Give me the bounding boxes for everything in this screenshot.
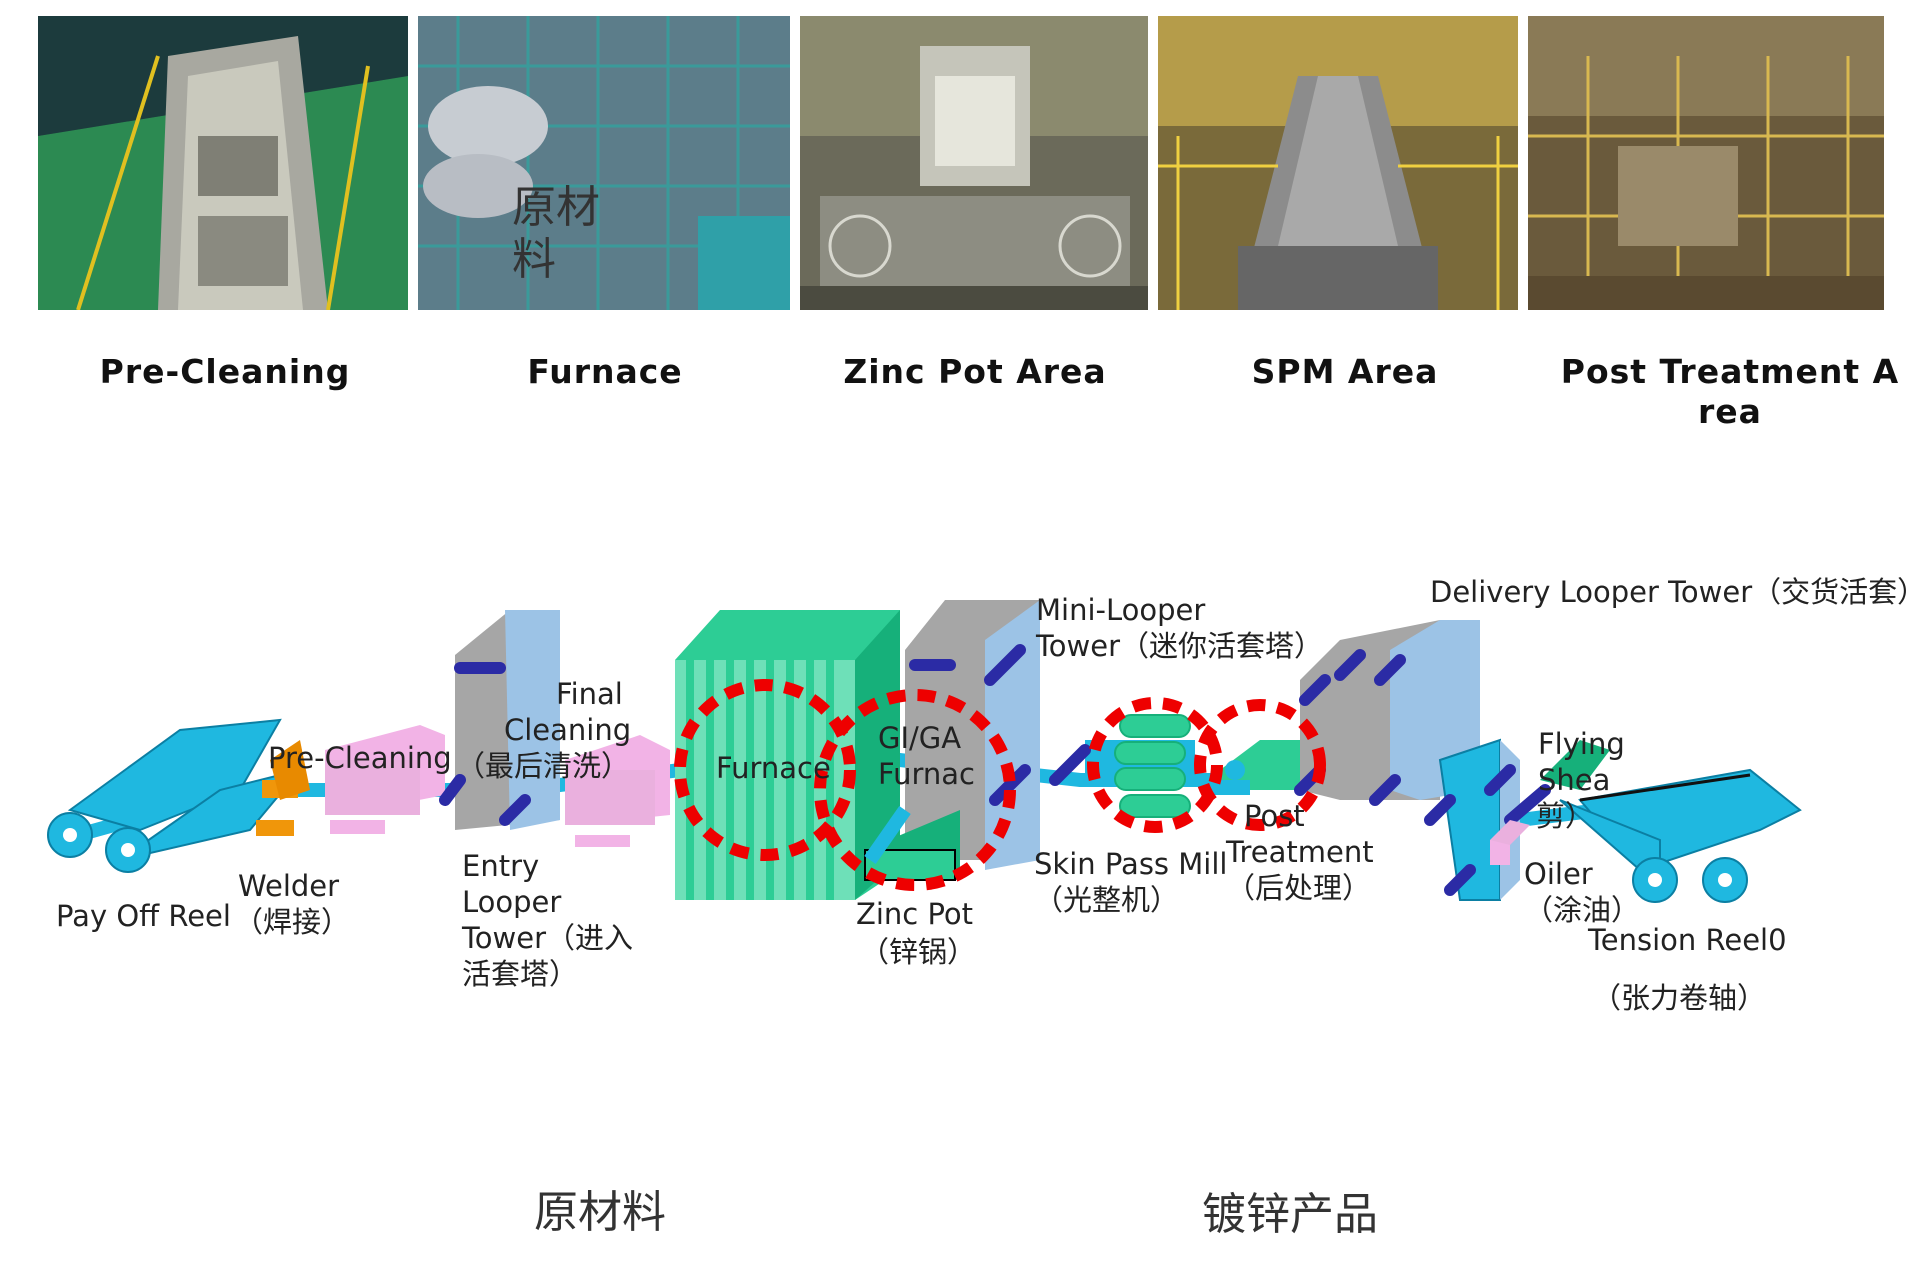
label-post-treatment-3: （后处理） bbox=[1226, 871, 1372, 905]
label-furnace: Furnace bbox=[716, 751, 831, 785]
label-oiler-1: Oiler bbox=[1524, 857, 1593, 891]
label-entry-looper-1: Entry bbox=[462, 849, 540, 883]
label-flying-shear-2: Shea bbox=[1538, 763, 1611, 797]
highlight-furnace bbox=[674, 679, 856, 861]
label-welder: Welder bbox=[238, 869, 340, 903]
label-final-cleaning-1: Final bbox=[556, 677, 623, 711]
label-entry-looper-3: Tower（进入 bbox=[462, 921, 634, 955]
oiler bbox=[1490, 820, 1530, 865]
legend-raw-material: 原材料 bbox=[534, 1187, 666, 1238]
label-post-treatment-2: Treatment bbox=[1226, 835, 1374, 869]
final-cleaning-unit bbox=[565, 735, 670, 847]
label-final-cleaning-2: Cleaning bbox=[504, 713, 632, 747]
label-delivery-looper: Delivery Looper Tower（交货活套） bbox=[1430, 575, 1927, 609]
label-entry-looper-2: Looper bbox=[462, 885, 562, 919]
photo-pre-cleaning bbox=[38, 16, 408, 310]
area-label-pre-cleaning: Pre-Cleaning bbox=[99, 352, 351, 391]
highlight-circles bbox=[674, 679, 1326, 891]
entry-looper-tower bbox=[439, 610, 560, 830]
photo-furnace bbox=[418, 16, 790, 310]
label-tension-reel-2: （张力卷轴） bbox=[1592, 981, 1767, 1015]
label-pre-cleaning: Pre-Cleaning bbox=[268, 741, 452, 775]
pre-cleaning-unit bbox=[325, 725, 445, 834]
label-flying-shear-3: 剪） bbox=[1536, 799, 1595, 833]
pay-off-reel bbox=[47, 718, 303, 873]
photo-post-treatment bbox=[1528, 16, 1884, 310]
label-gi-ga-2: Furnac bbox=[878, 757, 975, 791]
label-zinc-pot-2: （锌锅） bbox=[860, 935, 977, 969]
flying-shear bbox=[1504, 740, 1610, 826]
exit-strip-loop bbox=[1424, 738, 1520, 901]
label-tension-reel-1: Tension Reel0 bbox=[1588, 923, 1787, 957]
label-final-cleaning-3: （最后清洗） bbox=[456, 749, 631, 783]
label-gi-ga-1: GI/GA bbox=[878, 721, 962, 755]
label-flying-shear-1: Flying bbox=[1538, 727, 1625, 761]
skin-pass-mill bbox=[1049, 714, 1195, 818]
label-mini-looper-1: Mini-Looper bbox=[1036, 593, 1206, 627]
process-flow-diagram bbox=[47, 600, 1802, 903]
legend-galvanized-product: 镀锌产品 bbox=[1202, 1189, 1378, 1240]
highlight-post-treatment bbox=[1194, 699, 1326, 831]
highlight-skin-pass bbox=[1087, 697, 1223, 833]
area-label-post-treatment-line1: Post Treatment A bbox=[1560, 352, 1900, 391]
photo-overlay-text: 原材 料 bbox=[512, 182, 600, 285]
area-label-spm: SPM Area bbox=[1251, 352, 1439, 391]
welder bbox=[256, 740, 310, 836]
tension-reel bbox=[1559, 768, 1802, 903]
area-label-zinc-pot: Zinc Pot Area bbox=[843, 352, 1107, 391]
label-mini-looper-2: Tower（迷你活套塔） bbox=[1036, 629, 1324, 663]
label-pay-off-reel: Pay Off Reel bbox=[56, 899, 231, 933]
post-treatment-unit bbox=[1210, 740, 1300, 795]
label-skin-pass-2: （光整机） bbox=[1034, 883, 1180, 917]
highlight-zinc-pot bbox=[814, 689, 1016, 891]
photo-spm bbox=[1158, 16, 1518, 310]
label-post-treatment-1: Post bbox=[1244, 799, 1305, 833]
label-entry-looper-4: 活套塔） bbox=[462, 957, 579, 991]
label-zinc-pot-1: Zinc Pot bbox=[856, 897, 974, 931]
label-skin-pass-1: Skin Pass Mill bbox=[1034, 847, 1228, 881]
area-label-furnace: Furnace bbox=[527, 352, 683, 391]
label-welder-cn: （焊接） bbox=[234, 905, 351, 939]
area-label-post-treatment-line2: rea bbox=[1698, 392, 1762, 431]
label-oiler-2: （涂油） bbox=[1524, 893, 1641, 927]
photo-zinc-pot bbox=[800, 16, 1148, 310]
